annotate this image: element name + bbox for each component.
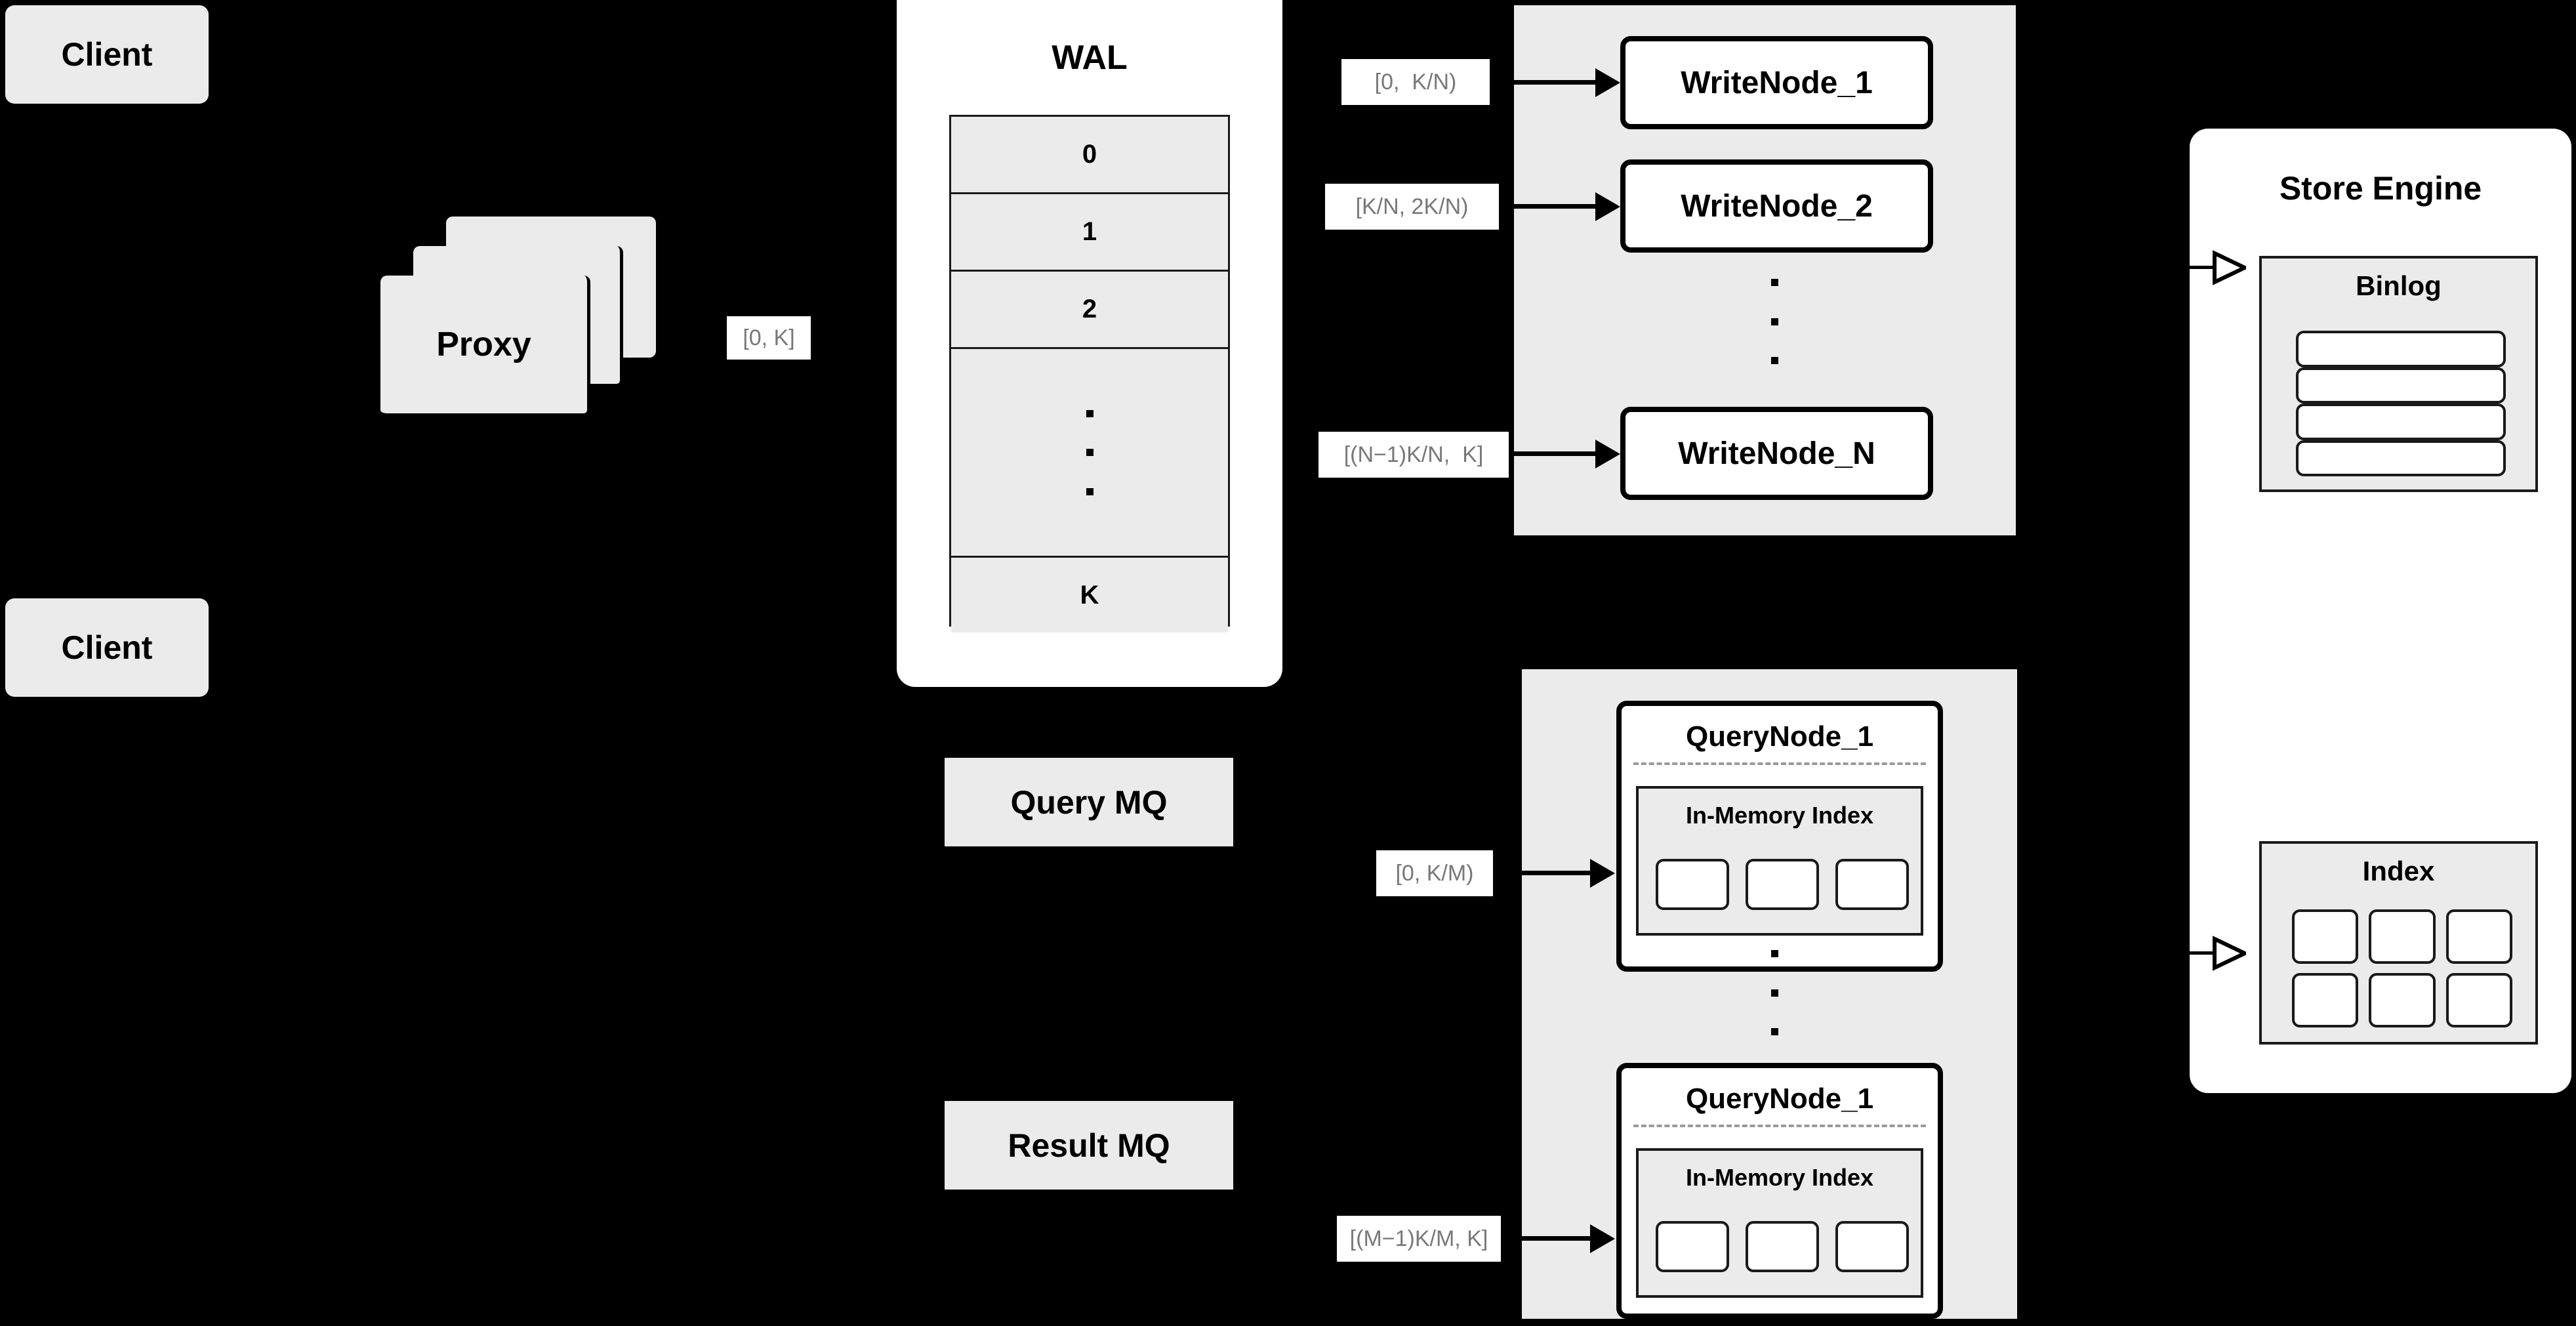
query-node-1-divider	[1633, 762, 1926, 765]
binlog-arrow-head-hollow-icon	[2212, 249, 2249, 286]
edge-label-write-n-text: [(N−1)K/N, K]	[1343, 442, 1484, 467]
wal-cell-2[interactable]: 2	[951, 272, 1228, 349]
edge-label-write-2: [K/N, 2K/N)	[1325, 184, 1499, 230]
wal-table: 0 1 2 K	[949, 115, 1230, 632]
wal-cell-0[interactable]: 0	[951, 117, 1228, 194]
write-node-n[interactable]: WriteNode_N	[1620, 407, 1933, 500]
dot	[1770, 279, 1778, 286]
index-arrow-head-hollow-icon	[2212, 935, 2249, 972]
edge-label-query-2: [(M−1)K/M, K]	[1337, 1216, 1501, 1262]
query-node-2[interactable]: QueryNode_1 In-Memory Index	[1616, 1063, 1943, 1319]
write-node-2[interactable]: WriteNode_2	[1620, 159, 1933, 253]
wal-title: WAL	[1052, 39, 1128, 77]
dot	[1770, 318, 1778, 325]
client-node-2[interactable]: Client	[5, 598, 209, 697]
write-arrow-line-1	[1514, 80, 1599, 85]
index-slot[interactable]	[1656, 1221, 1729, 1272]
query-arrow-head-1	[1590, 859, 1615, 888]
binlog-rows	[2296, 331, 2506, 476]
edge-label-write-1-text: [0, K/N)	[1374, 70, 1457, 94]
binlog-row[interactable]	[2296, 440, 2506, 476]
edge-label-query-1-text: [0, K/M)	[1395, 861, 1474, 886]
dot	[1770, 357, 1778, 364]
store-engine-title: Store Engine	[2279, 170, 2482, 207]
binlog-row[interactable]	[2296, 331, 2506, 367]
write-arrow-head-2	[1595, 192, 1620, 221]
write-arrow-line-n	[1514, 451, 1599, 456]
result-mq-node[interactable]: Result MQ	[945, 1101, 1233, 1190]
edge-label-write-n: [(N−1)K/N, K]	[1319, 432, 1509, 478]
write-arrow-head-n	[1595, 440, 1620, 468]
query-mq-node[interactable]: Query MQ	[945, 758, 1233, 846]
query-node-1[interactable]: QueryNode_1 In-Memory Index	[1616, 701, 1943, 972]
write-node-n-label: WriteNode_N	[1678, 436, 1875, 471]
index-slot[interactable]	[1656, 859, 1729, 910]
index-slot[interactable]	[1746, 859, 1819, 910]
write-arrow-line-2	[1514, 204, 1599, 209]
query-node-1-inmemory-index: In-Memory Index	[1636, 786, 1923, 936]
edge-label-write-2-text: [K/N, 2K/N)	[1355, 194, 1469, 219]
edge-label-write-1: [0, K/N)	[1341, 59, 1490, 105]
index-slot[interactable]	[1835, 859, 1909, 910]
binlog-row[interactable]	[2296, 404, 2506, 440]
index-slot[interactable]	[2369, 909, 2436, 964]
edge-label-query-2-text: [(M−1)K/M, K]	[1349, 1226, 1488, 1251]
query-arrow-head-2	[1590, 1224, 1615, 1253]
index-slot-grid	[2292, 909, 2512, 1027]
index-slot[interactable]	[2445, 909, 2512, 964]
dot	[1086, 449, 1094, 456]
wal-cell-k[interactable]: K	[951, 558, 1228, 632]
index-title: Index	[2362, 856, 2435, 886]
index-slot[interactable]	[2292, 909, 2359, 964]
index-slot[interactable]	[2369, 973, 2436, 1027]
binlog-box: Binlog	[2259, 256, 2538, 492]
write-node-1[interactable]: WriteNode_1	[1620, 36, 1933, 129]
query-node-2-inmemory-index: In-Memory Index	[1636, 1148, 1923, 1298]
query-node-2-divider	[1633, 1125, 1926, 1127]
edge-label-query-1: [0, K/M)	[1376, 850, 1493, 896]
store-engine-panel: Store Engine Binlog Index	[2190, 129, 2571, 1093]
dot	[1770, 989, 1778, 997]
query-node-1-label: QueryNode_1	[1685, 720, 1874, 753]
dot	[1086, 487, 1094, 495]
query-node-2-index-title: In-Memory Index	[1685, 1164, 1874, 1191]
index-slot[interactable]	[1746, 1221, 1819, 1272]
index-slot[interactable]	[2445, 973, 2512, 1027]
wal-ellipsis-dots	[1086, 409, 1094, 495]
query-node-1-index-slots	[1656, 856, 1909, 913]
proxy-stack[interactable]: Proxy	[380, 217, 669, 433]
write-node-1-label: WriteNode_1	[1681, 65, 1873, 100]
wal-cell-ellipsis	[951, 349, 1228, 558]
write-cluster-ellipsis	[1770, 279, 1779, 364]
query-mq-label: Query MQ	[1010, 783, 1168, 821]
result-mq-label: Result MQ	[1008, 1127, 1170, 1164]
edge-label-proxy-to-wal: [0, K]	[727, 316, 811, 360]
wal-panel: WAL 0 1 2 K	[897, 0, 1282, 687]
edge-label-proxy-to-wal-text: [0, K]	[743, 325, 795, 350]
proxy-label: Proxy	[436, 325, 531, 363]
dot	[1770, 1028, 1778, 1035]
wal-cell-1[interactable]: 1	[951, 194, 1228, 272]
query-arrow-line-2	[1522, 1236, 1594, 1241]
index-arrow-line	[2188, 951, 2215, 955]
index-slot[interactable]	[1835, 1221, 1909, 1272]
query-arrow-line-1	[1522, 871, 1594, 875]
write-node-2-label: WriteNode_2	[1681, 188, 1873, 224]
binlog-arrow-line	[2188, 266, 2215, 269]
proxy-node[interactable]: Proxy	[380, 276, 590, 417]
index-slot[interactable]	[2292, 973, 2359, 1027]
write-arrow-head-1	[1595, 68, 1620, 97]
index-box: Index	[2259, 841, 2538, 1045]
query-cluster-ellipsis	[1770, 950, 1779, 1035]
dot	[1086, 409, 1094, 417]
client-node-1-label: Client	[61, 36, 153, 73]
binlog-title: Binlog	[2356, 270, 2442, 301]
client-node-2-label: Client	[61, 629, 153, 666]
dot	[1770, 950, 1778, 957]
query-node-1-index-title: In-Memory Index	[1685, 802, 1874, 829]
binlog-row[interactable]	[2296, 367, 2506, 404]
query-node-2-index-slots	[1656, 1218, 1909, 1275]
query-node-2-label: QueryNode_1	[1685, 1083, 1874, 1115]
client-node-1[interactable]: Client	[5, 5, 209, 104]
